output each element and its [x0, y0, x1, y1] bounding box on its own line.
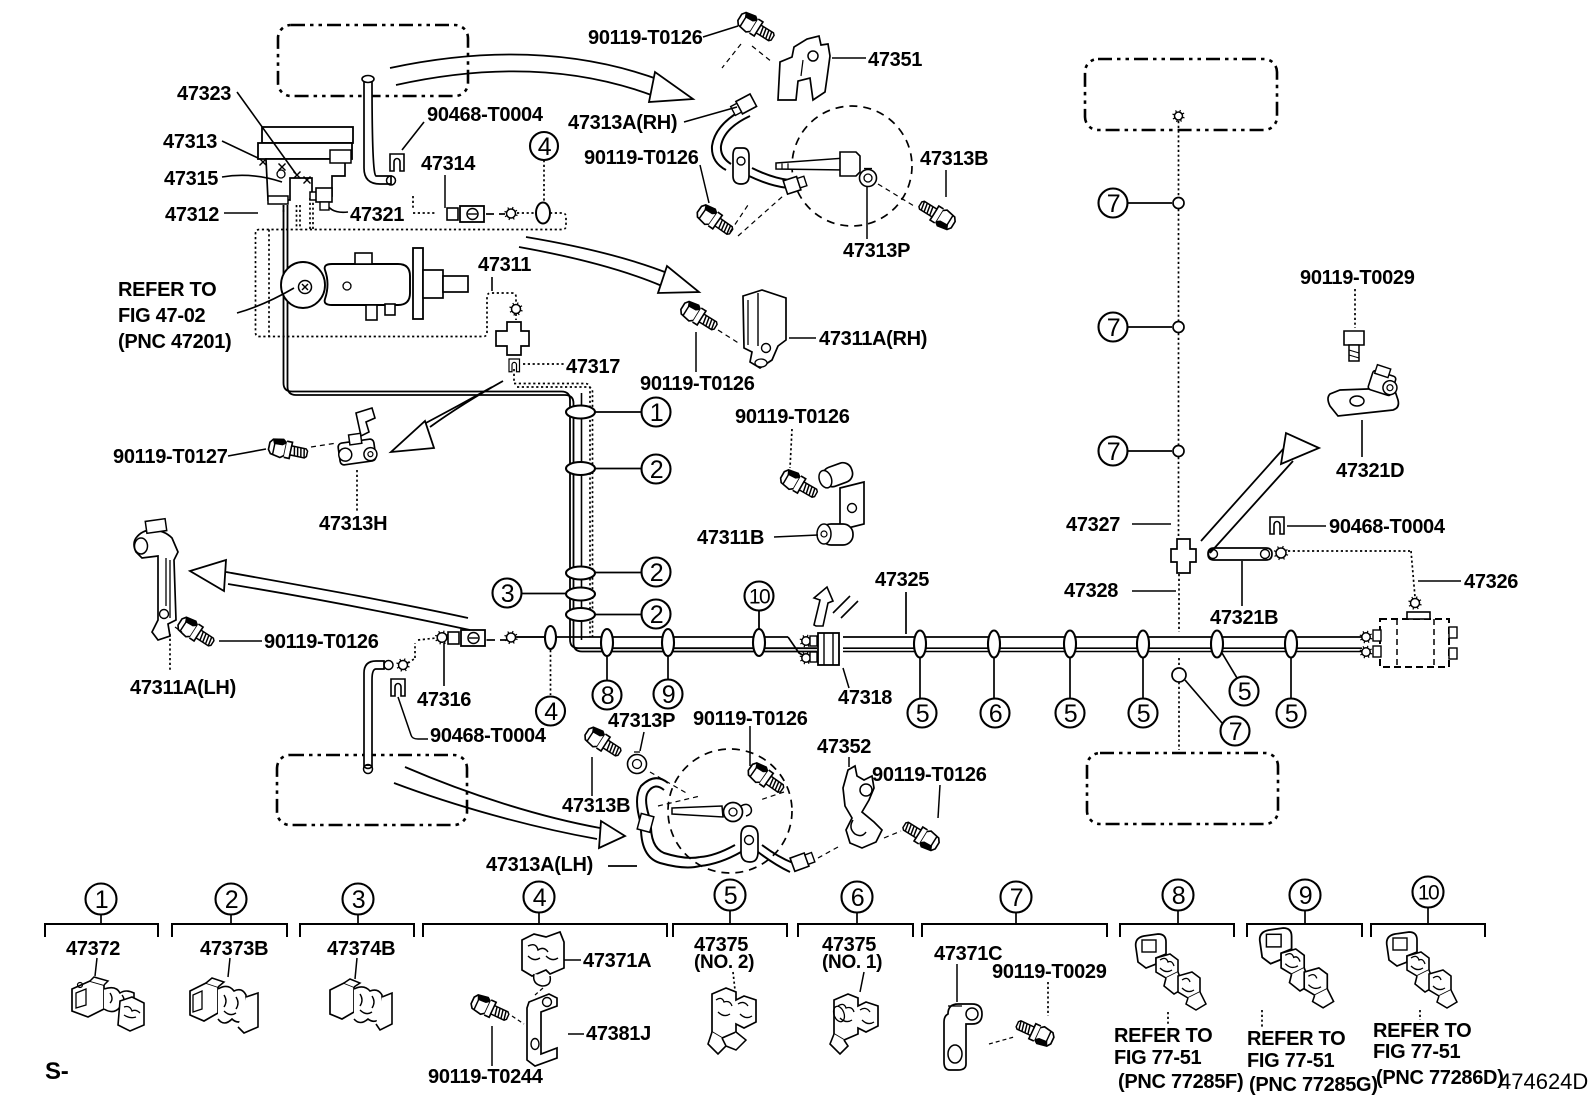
- svg-text:90119-T0244: 90119-T0244: [428, 1066, 544, 1088]
- svg-text:9: 9: [1299, 882, 1312, 910]
- svg-text:47311A(RH): 47311A(RH): [819, 328, 927, 350]
- svg-text:1: 1: [650, 399, 663, 427]
- svg-text:47372: 47372: [66, 938, 120, 960]
- svg-text:90119-T0126: 90119-T0126: [588, 27, 703, 49]
- svg-text:1: 1: [95, 886, 108, 914]
- svg-text:FIG 47-02: FIG 47-02: [118, 305, 206, 327]
- svg-text:10: 10: [1418, 882, 1439, 905]
- svg-text:90468-T0004: 90468-T0004: [427, 104, 544, 126]
- svg-text:90119-T0029: 90119-T0029: [992, 961, 1107, 983]
- svg-text:47317: 47317: [566, 356, 620, 378]
- svg-text:47374B: 47374B: [327, 938, 395, 960]
- svg-text:47311A(LH): 47311A(LH): [130, 677, 236, 699]
- svg-text:47313B: 47313B: [562, 795, 630, 817]
- svg-text:90119-T0126: 90119-T0126: [584, 147, 699, 169]
- svg-text:(NO. 1): (NO. 1): [822, 952, 882, 973]
- svg-text:6: 6: [989, 700, 1002, 728]
- svg-text:7: 7: [1010, 884, 1023, 912]
- svg-text:47325: 47325: [875, 569, 929, 591]
- svg-text:4: 4: [544, 698, 558, 726]
- svg-text:FIG 77-51: FIG 77-51: [1247, 1050, 1335, 1072]
- svg-text:(PNC 47201): (PNC 47201): [118, 331, 231, 353]
- svg-text:47312: 47312: [165, 204, 219, 226]
- svg-text:47313B: 47313B: [920, 148, 988, 170]
- svg-text:47326: 47326: [1464, 571, 1518, 593]
- svg-text:47315: 47315: [164, 168, 218, 190]
- svg-text:7: 7: [1107, 190, 1120, 218]
- svg-text:47313P: 47313P: [843, 240, 910, 262]
- svg-text:2: 2: [650, 601, 663, 629]
- svg-text:10: 10: [749, 586, 770, 609]
- svg-text:90119-T0126: 90119-T0126: [735, 406, 850, 428]
- svg-text:7: 7: [1229, 718, 1242, 746]
- svg-text:90468-T0004: 90468-T0004: [430, 725, 547, 747]
- svg-text:8: 8: [1172, 882, 1185, 910]
- svg-text:90119-T0029: 90119-T0029: [1300, 267, 1415, 289]
- svg-text:47381J: 47381J: [586, 1023, 651, 1045]
- svg-text:REFER TO: REFER TO: [1247, 1028, 1345, 1050]
- svg-text:(PNC 77285F): (PNC 77285F): [1118, 1071, 1243, 1093]
- svg-text:47321: 47321: [350, 204, 404, 226]
- svg-text:47328: 47328: [1064, 580, 1118, 602]
- svg-text:2: 2: [225, 886, 238, 914]
- svg-text:47375: 47375: [822, 934, 876, 956]
- svg-text:90119-T0127: 90119-T0127: [113, 446, 228, 468]
- svg-text:47373B: 47373B: [200, 938, 268, 960]
- svg-text:6: 6: [851, 884, 864, 912]
- svg-text:90119-T0126: 90119-T0126: [693, 708, 808, 730]
- svg-text:REFER TO: REFER TO: [118, 279, 216, 301]
- svg-text:4: 4: [533, 884, 547, 912]
- svg-text:3: 3: [352, 886, 365, 914]
- svg-text:90119-T0126: 90119-T0126: [872, 764, 987, 786]
- svg-text:47318: 47318: [838, 687, 892, 709]
- svg-text:47321B: 47321B: [1210, 607, 1278, 629]
- svg-text:47371A: 47371A: [583, 950, 651, 972]
- svg-text:(PNC 77286D): (PNC 77286D): [1376, 1067, 1504, 1089]
- svg-text:47321D: 47321D: [1336, 460, 1404, 482]
- svg-text:47313: 47313: [163, 131, 217, 153]
- svg-text:47327: 47327: [1066, 514, 1120, 536]
- svg-text:(NO. 2): (NO. 2): [694, 952, 754, 973]
- svg-text:474624D: 474624D: [1499, 1069, 1588, 1094]
- svg-text:90119-T0126: 90119-T0126: [640, 373, 755, 395]
- svg-text:5: 5: [1137, 700, 1150, 728]
- svg-text:47314: 47314: [421, 153, 476, 175]
- svg-text:90119-T0126: 90119-T0126: [264, 631, 379, 653]
- svg-text:REFER TO: REFER TO: [1373, 1020, 1471, 1042]
- svg-text:5: 5: [1285, 700, 1298, 728]
- svg-text:47311: 47311: [478, 254, 531, 276]
- svg-text:REFER TO: REFER TO: [1114, 1025, 1212, 1047]
- svg-text:5: 5: [1064, 700, 1077, 728]
- svg-text:(PNC 77285G): (PNC 77285G): [1249, 1074, 1378, 1096]
- svg-text:90468-T0004: 90468-T0004: [1329, 516, 1446, 538]
- svg-text:3: 3: [501, 580, 514, 608]
- svg-text:S-: S-: [45, 1058, 69, 1085]
- svg-text:47313A(LH): 47313A(LH): [486, 854, 593, 876]
- svg-text:47375: 47375: [694, 934, 748, 956]
- svg-text:47316: 47316: [417, 689, 471, 711]
- svg-text:FIG 77-51: FIG 77-51: [1373, 1041, 1461, 1063]
- svg-text:9: 9: [662, 681, 675, 709]
- svg-text:2: 2: [650, 559, 663, 587]
- svg-text:5: 5: [1238, 678, 1251, 706]
- svg-text:47313H: 47313H: [319, 513, 387, 535]
- svg-text:47313A(RH): 47313A(RH): [568, 112, 677, 134]
- svg-text:47323: 47323: [177, 83, 231, 105]
- svg-text:4: 4: [538, 133, 552, 161]
- svg-text:47371C: 47371C: [934, 943, 1002, 965]
- svg-text:47352: 47352: [817, 736, 871, 758]
- svg-text:2: 2: [650, 456, 663, 484]
- svg-text:FIG 77-51: FIG 77-51: [1114, 1047, 1202, 1069]
- svg-text:47311B: 47311B: [697, 527, 764, 549]
- svg-text:47313P: 47313P: [608, 710, 675, 732]
- svg-text:5: 5: [916, 700, 929, 728]
- svg-text:7: 7: [1107, 314, 1120, 342]
- svg-text:8: 8: [601, 682, 614, 710]
- svg-text:7: 7: [1107, 438, 1120, 466]
- svg-text:5: 5: [724, 882, 737, 910]
- svg-text:47351: 47351: [868, 49, 922, 71]
